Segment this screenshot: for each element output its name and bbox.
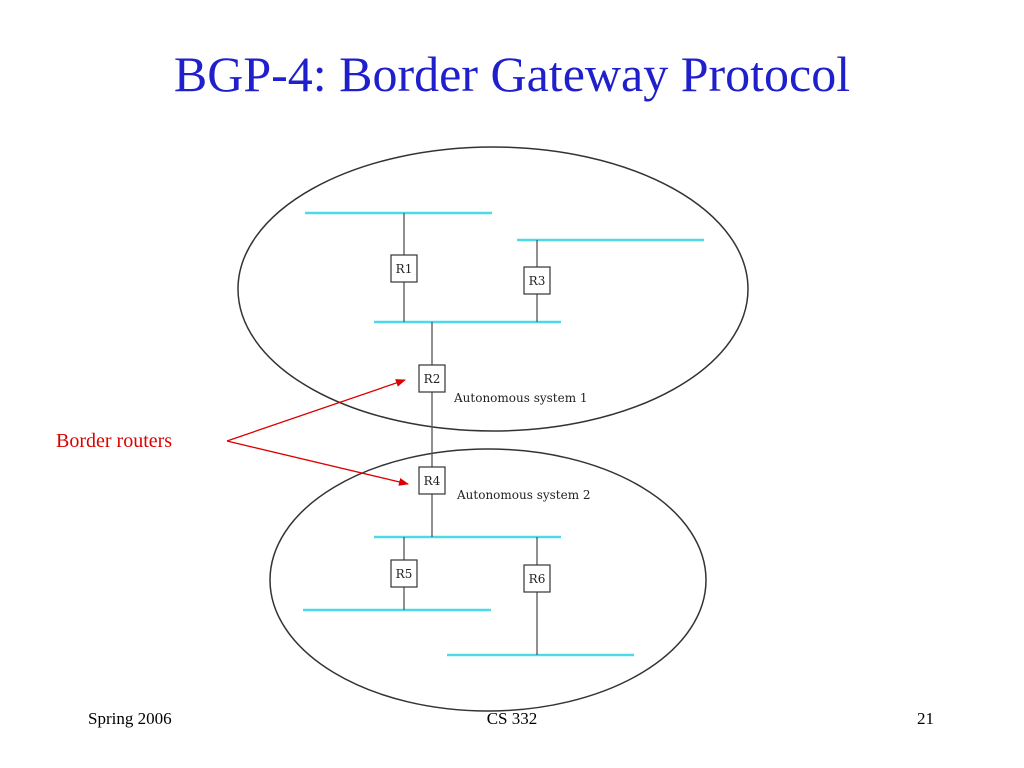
slide-title: BGP-4: Border Gateway Protocol — [173, 46, 851, 102]
router-label: R3 — [529, 274, 546, 288]
callout-arrow-r2 — [226, 379, 406, 442]
router-r2: R2 — [418, 364, 446, 393]
router-r5: R5 — [390, 559, 418, 588]
router-r4: R4 — [418, 466, 446, 495]
router-label: R6 — [529, 572, 546, 586]
as1-label: Autonomous system 1 — [453, 391, 588, 405]
router-r3: R3 — [523, 266, 551, 295]
router-label: R4 — [424, 474, 441, 488]
callout-arrow-r4 — [226, 440, 409, 486]
as2-label: Autonomous system 2 — [456, 488, 591, 502]
router-r6: R6 — [523, 564, 551, 593]
as2-boundary — [269, 448, 707, 712]
footer-course: CS 332 — [486, 709, 538, 728]
router-label: R5 — [396, 567, 413, 581]
border-routers-label: Border routers — [56, 430, 172, 452]
router-r1: R1 — [390, 254, 418, 283]
router-label: R2 — [424, 372, 441, 386]
network-segments — [303, 211, 704, 657]
router-label: R1 — [396, 262, 413, 276]
as1-boundary — [237, 146, 749, 432]
router-links — [403, 213, 538, 655]
footer-date: Spring 2006 — [88, 709, 172, 728]
footer-page-number: 21 — [917, 709, 934, 728]
